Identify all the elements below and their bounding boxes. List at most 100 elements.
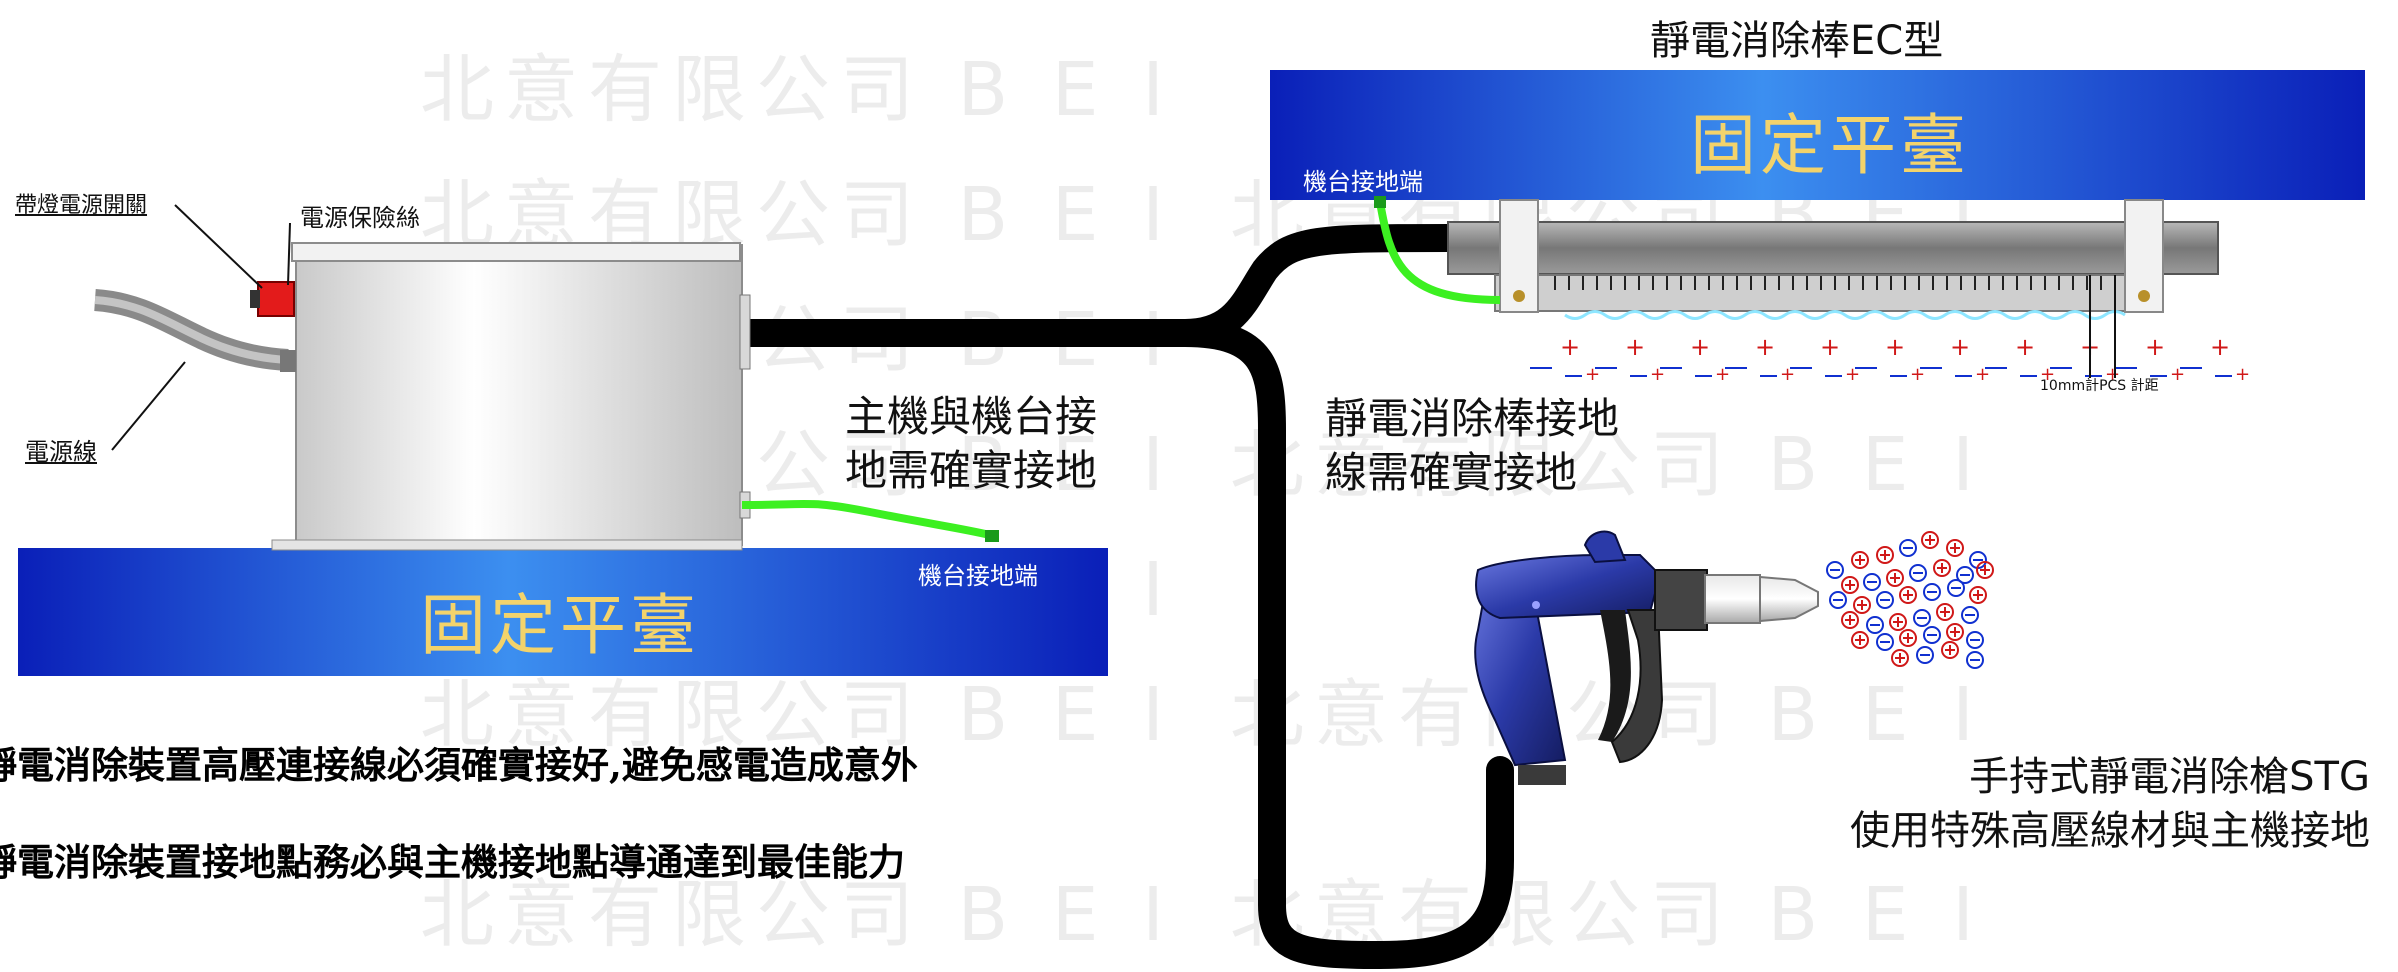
positive-charge: + xyxy=(2235,364,2250,385)
positive-charge: + xyxy=(2170,364,2185,385)
label-machine-ground-right: 機台接地端 xyxy=(1303,168,1423,196)
negative-charge xyxy=(1913,609,1931,627)
negative-charge xyxy=(1899,539,1917,557)
note-hv-connection: 靜電消除裝置高壓連接線必須確實接好,避免感電造成意外 xyxy=(0,743,918,787)
negative-charge xyxy=(1961,606,1979,624)
positive-charge: + xyxy=(1755,333,1775,361)
platform-label-left: 固定平臺 xyxy=(420,587,700,664)
label-distance-note: 10mm計PCS 計距 xyxy=(2040,378,2159,394)
label-host-ground: 主機與機台接 地需確實接地 xyxy=(845,390,1097,498)
positive-charge: + xyxy=(1780,364,1795,385)
positive-charge: + xyxy=(1910,364,1925,385)
power-switch xyxy=(257,281,295,317)
positive-charge: + xyxy=(1950,333,1970,361)
positive-charge: + xyxy=(1715,364,1730,385)
ionizing-bar xyxy=(1447,221,2219,275)
positive-charge xyxy=(1976,561,1994,579)
label-gun-line2: 使用特殊高壓線材與主機接地 xyxy=(1850,808,2370,854)
watermark: 北意有限公司 B E I xyxy=(420,672,1174,758)
left-platform xyxy=(18,548,1108,676)
label-bar-ground-line1: 靜電消除棒接地 xyxy=(1325,394,1620,443)
negative-charge xyxy=(1876,633,1894,651)
negative-charge xyxy=(1966,631,1984,649)
gun-trigger xyxy=(1598,610,1631,742)
gun-handle xyxy=(1474,574,1567,767)
negative-charge xyxy=(1923,626,1941,644)
note-ground-point: 靜電消除裝置接地點務必與主機接地點導通達到最佳能力 xyxy=(0,840,905,884)
positive-charge: + xyxy=(1975,364,1990,385)
positive-charge: + xyxy=(1820,333,1840,361)
positive-charge xyxy=(1946,539,1964,557)
host-unit xyxy=(295,244,743,546)
negative-charge xyxy=(1876,591,1894,609)
negative-charge xyxy=(1966,651,1984,669)
positive-charge xyxy=(1899,586,1917,604)
positive-charge: + xyxy=(2015,333,2035,361)
negative-charge xyxy=(1909,564,1927,582)
label-bar-ground: 靜電消除棒接地 線需確實接地 xyxy=(1325,392,1619,500)
positive-charge xyxy=(1921,531,1939,549)
positive-charge: + xyxy=(2210,333,2230,361)
label-gun-line1: 手持式靜電消除槍STG xyxy=(1969,754,2370,800)
positive-charge xyxy=(1889,613,1907,631)
label-machine-ground-left: 機台接地端 xyxy=(918,562,1038,590)
negative-charge xyxy=(1947,579,1965,597)
gun-barrel xyxy=(1654,569,1708,631)
positive-charge xyxy=(1886,569,1904,587)
label-bar-title: 靜電消除棒EC型 xyxy=(1650,18,1944,64)
watermark: 北意有限公司 B E I xyxy=(1230,422,1984,508)
positive-charge xyxy=(1841,576,1859,594)
positive-charge xyxy=(1853,596,1871,614)
label-lamp-power-switch: 帶燈電源開關 xyxy=(15,193,148,218)
watermark: 北意有限公司 B E I xyxy=(420,47,1174,133)
positive-charge: + xyxy=(1845,364,1860,385)
label-power-cord: 電源線 xyxy=(25,438,97,466)
positive-charge: + xyxy=(1625,333,1645,361)
label-host-ground-line1: 主機與機台接 xyxy=(845,392,1098,441)
positive-charge: + xyxy=(1690,333,1710,361)
hv-cable xyxy=(726,224,1464,347)
positive-charge xyxy=(1936,603,1954,621)
positive-charge: + xyxy=(2145,333,2165,361)
negative-charge xyxy=(1829,591,1847,609)
negative-charge xyxy=(1866,616,1884,634)
negative-charge xyxy=(1956,566,1974,584)
ground-wire xyxy=(1376,201,1501,304)
negative-charge xyxy=(1923,583,1941,601)
positive-charge xyxy=(1969,586,1987,604)
bar-charges: ++++++++++++++++++++++ xyxy=(1530,333,2250,385)
positive-charge: + xyxy=(1650,364,1665,385)
label-power-fuse: 電源保險絲 xyxy=(300,204,420,232)
watermark: 北意有限公司 B E I xyxy=(420,872,1174,958)
positive-charge xyxy=(1899,629,1917,647)
watermark: 北意有限公司 B E I xyxy=(1230,672,1984,758)
positive-charge xyxy=(1876,546,1894,564)
positive-charge xyxy=(1851,551,1869,569)
positive-charge: + xyxy=(2040,364,2055,385)
positive-charge xyxy=(1941,641,1959,659)
positive-charge: + xyxy=(2105,364,2120,385)
hv-cable xyxy=(1171,319,1514,969)
positive-charge: + xyxy=(1560,333,1580,361)
label-host-ground-line2: 地需確實接地 xyxy=(845,446,1098,495)
gun-body xyxy=(1475,554,1662,620)
negative-charge xyxy=(1863,573,1881,591)
positive-charge: + xyxy=(1885,333,1905,361)
positive-charge xyxy=(1891,649,1909,667)
positive-charge: + xyxy=(1585,364,1600,385)
label-gun: 手持式靜電消除槍STG 使用特殊高壓線材與主機接地 xyxy=(1725,750,2370,858)
right-platform xyxy=(1270,70,2365,200)
platform-label-right: 固定平臺 xyxy=(1690,107,1970,184)
label-bar-ground-line2: 線需確實接地 xyxy=(1325,448,1578,497)
positive-charge xyxy=(1851,631,1869,649)
gun-nozzle xyxy=(1759,575,1819,623)
bar-emitters xyxy=(1554,276,2116,290)
ground-wire xyxy=(741,499,991,539)
negative-charge xyxy=(1916,646,1934,664)
gun-charges xyxy=(1826,531,1994,669)
negative-charge xyxy=(1826,561,1844,579)
positive-charge xyxy=(1933,559,1951,577)
positive-charge xyxy=(1841,611,1859,629)
